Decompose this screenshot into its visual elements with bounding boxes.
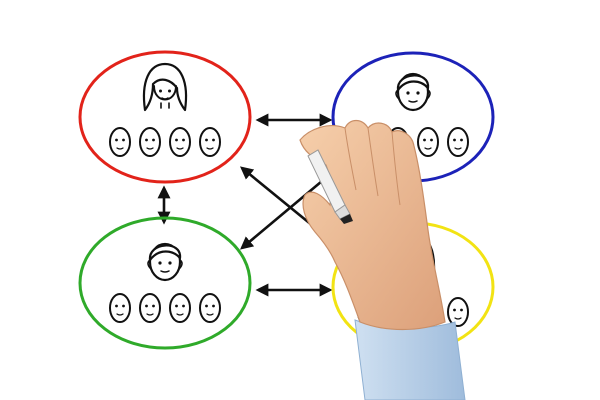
member-face-icon: [417, 127, 439, 157]
member-face-icon: [109, 293, 131, 323]
woman-long-hair-icon: [142, 62, 188, 112]
member-face-icon: [199, 293, 221, 323]
member-face-icon: [139, 127, 161, 157]
member-face-icon: [139, 293, 161, 323]
member-face-icon: [169, 127, 191, 157]
member-face-icon: [447, 297, 469, 327]
member-face-icon: [447, 127, 469, 157]
group-bottom-left: [78, 216, 252, 350]
member-face-icon: [169, 293, 191, 323]
group-top-left-ellipse: [78, 50, 252, 184]
member-face-icon: [109, 127, 131, 157]
man-head-icon: [147, 242, 183, 282]
marker-pen: [307, 149, 353, 224]
hand-drawing-marker-icon: [299, 119, 466, 400]
man-head-icon: [395, 72, 431, 112]
group-bottom-left-ellipse: [78, 216, 252, 350]
member-face-icon: [199, 127, 221, 157]
group-top-left: [78, 50, 252, 184]
